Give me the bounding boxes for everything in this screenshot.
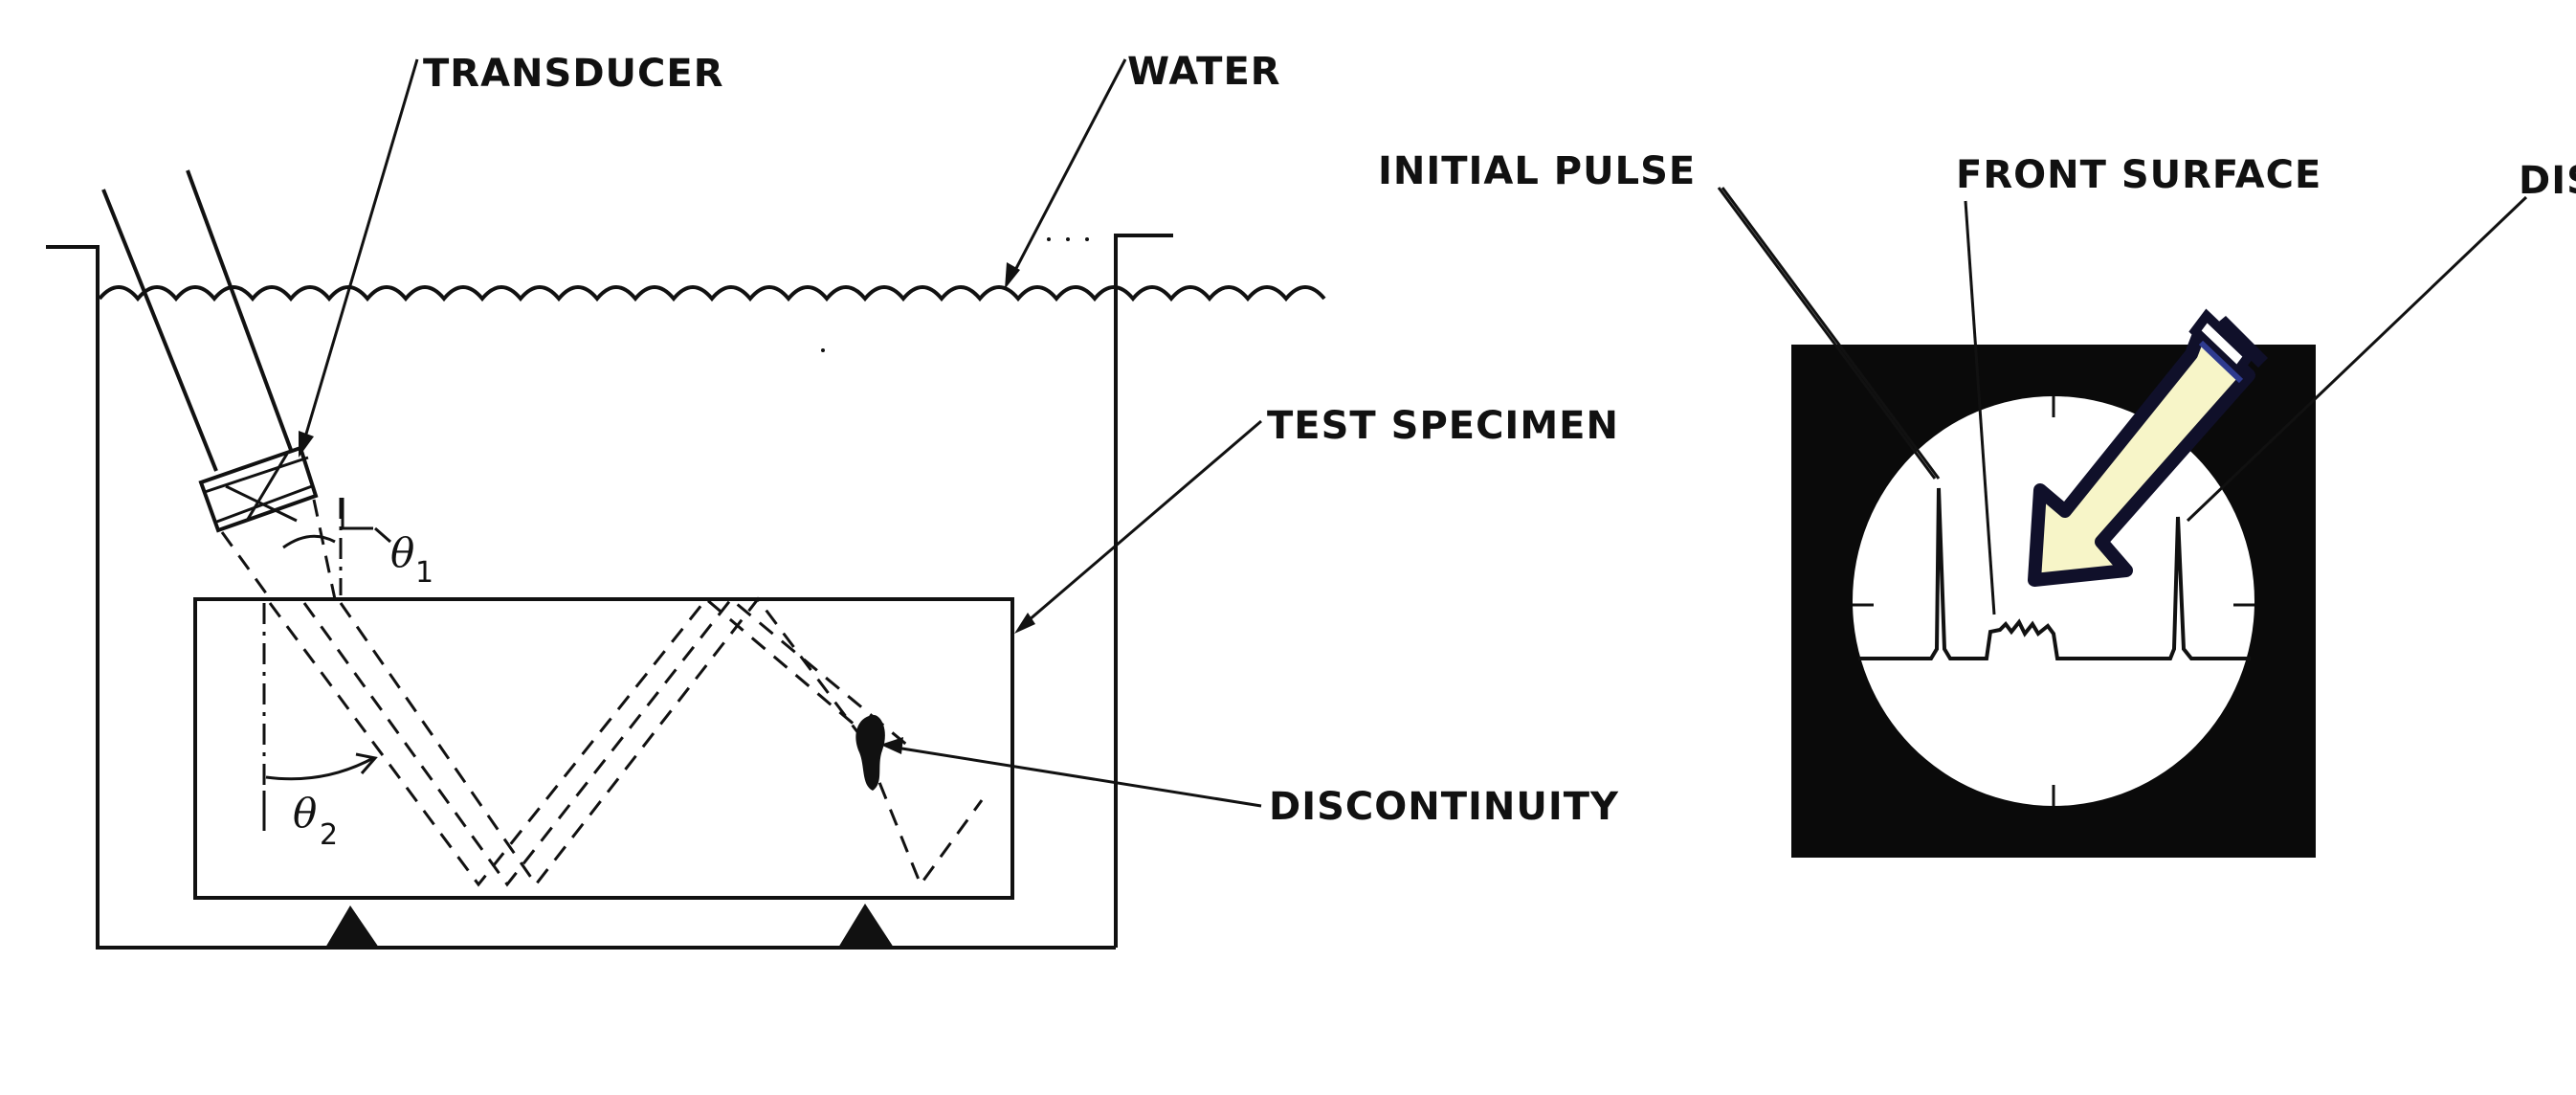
- incident-beam: [220, 531, 274, 602]
- theta2-arrowhead: [355, 752, 378, 774]
- theta2-subscript: 2: [320, 818, 338, 852]
- water-speck: [1085, 237, 1089, 241]
- water-speck: [1047, 237, 1051, 241]
- water-leader: [1010, 58, 1127, 277]
- front-surface-leader: [1964, 200, 1996, 615]
- theta1-marker: [341, 498, 373, 530]
- water-speck: [1066, 237, 1070, 241]
- water-leader-arrow: [1005, 262, 1020, 289]
- support-right: [838, 904, 894, 948]
- initial-pulse-leader: [1717, 187, 1937, 480]
- discontinuity-truncated-label: DIS: [2519, 159, 2576, 203]
- theta2-arc: [265, 756, 374, 781]
- scope-screen: [1853, 396, 2254, 806]
- theta2-symbol: θ: [293, 790, 317, 837]
- transducer-leader-arrow: [299, 431, 314, 458]
- test-specimen-leader: [1021, 419, 1262, 628]
- oscilloscope-display: [1791, 308, 2316, 858]
- theta1-arrow: [374, 526, 391, 544]
- front-surface-label: FRONT SURFACE: [1956, 153, 2321, 197]
- test-specimen-label: TEST SPECIMEN: [1267, 404, 1619, 448]
- refracted-beam: [302, 596, 910, 887]
- test-specimen-leader-arrow: [1014, 613, 1035, 634]
- initial-pulse-label: INITIAL PULSE: [1378, 149, 1696, 193]
- discontinuity-leader: [889, 745, 1262, 808]
- refracted-beam: [339, 596, 875, 887]
- transducer: [101, 169, 319, 533]
- discontinuity-label: DISCONTINUITY: [1269, 785, 1619, 829]
- water-speck: [821, 348, 825, 352]
- initial-pulse-leader-outline: [1721, 187, 1941, 480]
- water-label: WATER: [1127, 50, 1281, 94]
- support-left: [325, 905, 379, 948]
- tank-wall-left: [46, 245, 100, 948]
- discontinuity-leader-arrow: [880, 737, 903, 754]
- refracted-beam: [867, 755, 984, 888]
- refracted-beam: [268, 596, 881, 887]
- immersion-tank: [46, 234, 1173, 950]
- incident-beam: [312, 499, 337, 600]
- pencil-arrow-icon: [2028, 308, 2268, 587]
- discontinuity-flaw: [855, 714, 885, 791]
- transducer-leader: [302, 58, 419, 441]
- theta1-arc: [282, 534, 336, 549]
- a-scan-trace: [1858, 487, 2251, 660]
- water-surface: [98, 285, 1326, 302]
- theta1-symbol: θ: [390, 529, 414, 576]
- theta1-subscript: 1: [415, 556, 433, 590]
- transducer-label: TRANSDUCER: [423, 52, 724, 96]
- discontinuity-echo-leader: [2186, 195, 2528, 523]
- tank-wall-right: [1114, 234, 1173, 948]
- test-specimen-block: [193, 597, 1014, 900]
